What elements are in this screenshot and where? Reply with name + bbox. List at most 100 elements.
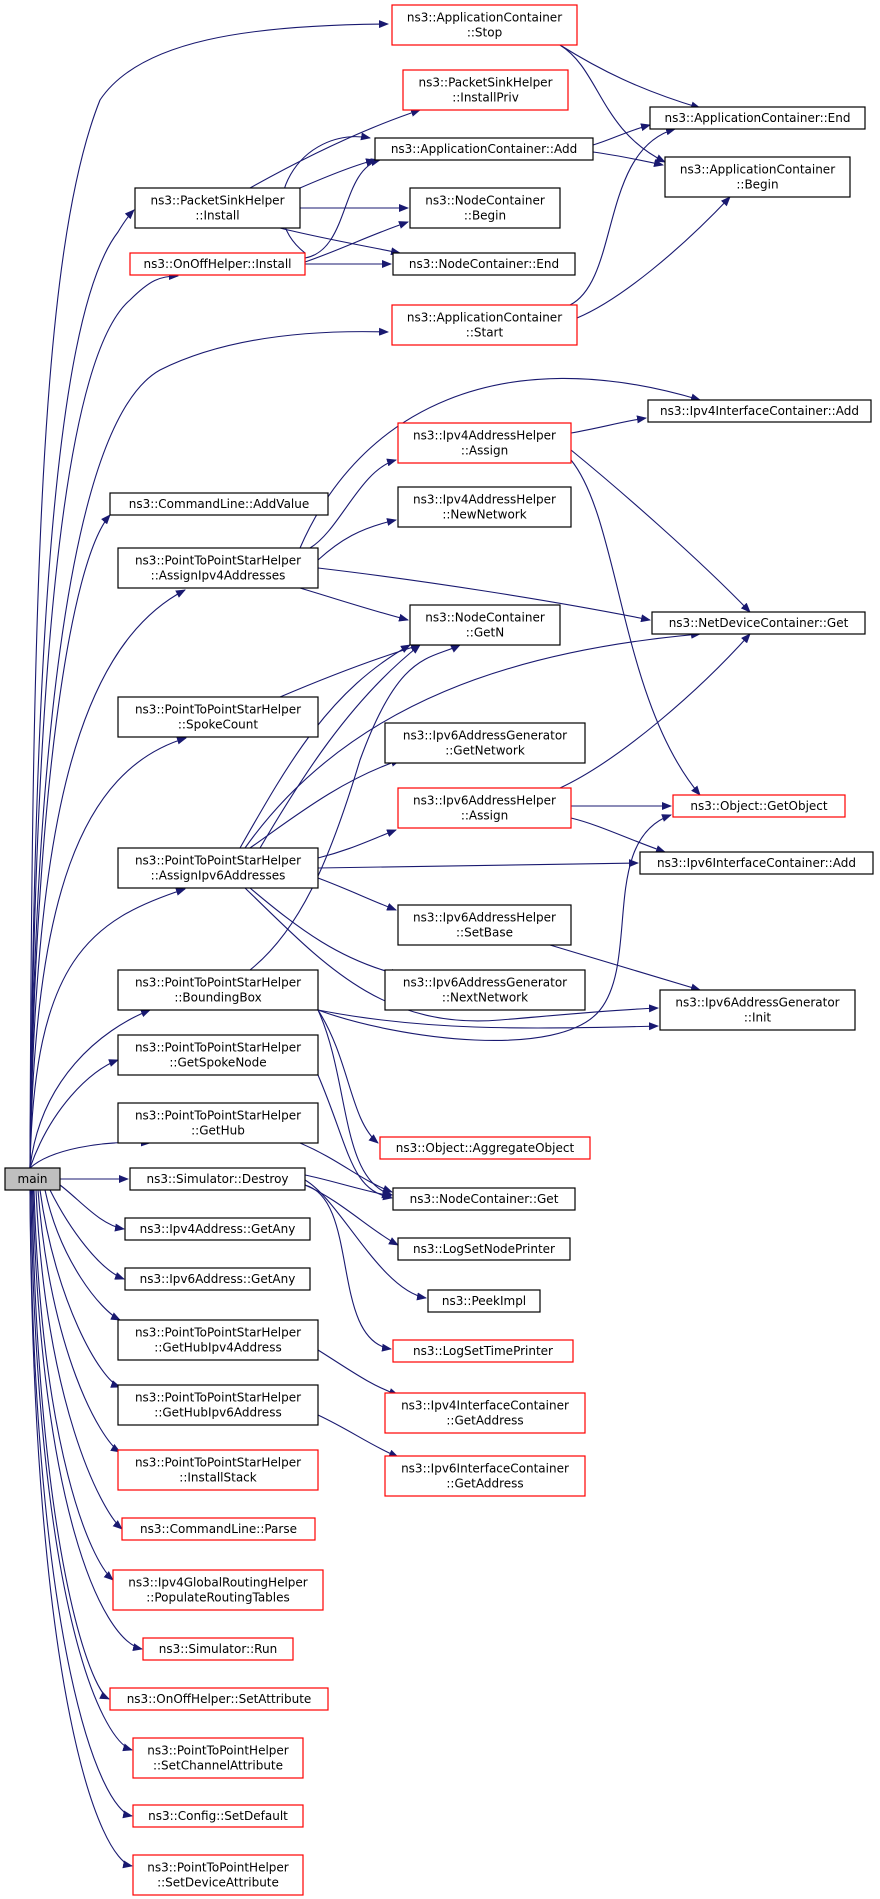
node-ooh_setattr[interactable]: ns3::OnOffHelper::SetAttribute — [109, 1687, 329, 1711]
node-nc_get[interactable]: ns3::NodeContainer::Get — [392, 1187, 576, 1211]
node-sim_run[interactable]: ns3::Simulator::Run — [142, 1637, 294, 1661]
node-obj_getobj[interactable]: ns3::Object::GetObject — [672, 794, 846, 818]
node-p2ps_gethub[interactable]: ns3::PointToPointStarHelper::GetHub — [117, 1102, 319, 1144]
edges — [29, 20, 751, 1869]
node-ipv6ah_assign[interactable]: ns3::Ipv6AddressHelper::Assign — [397, 787, 572, 829]
node-ac_begin[interactable]: ns3::ApplicationContainer::Begin — [664, 156, 851, 198]
node-box — [647, 399, 872, 423]
node-label: ::GetHubIpv4Address — [154, 1341, 281, 1355]
node-box — [109, 492, 329, 516]
node-label: ns3::NodeContainer::Get — [410, 1192, 559, 1206]
node-ipv4ic_add[interactable]: ns3::Ipv4InterfaceContainer::Add — [647, 399, 872, 423]
node-box — [117, 1034, 319, 1076]
node-label: ns3::PointToPointStarHelper — [135, 976, 301, 990]
node-ac_end[interactable]: ns3::ApplicationContainer::End — [649, 106, 866, 130]
node-label: ns3::ApplicationContainer — [680, 163, 835, 177]
node-p2ph_setdev[interactable]: ns3::PointToPointHelper::SetDeviceAttrib… — [132, 1854, 304, 1896]
node-ipv6ic_getaddr[interactable]: ns3::Ipv6InterfaceContainer::GetAddress — [384, 1455, 586, 1497]
node-psh_inst[interactable]: ns3::PacketSinkHelper::Install — [134, 187, 301, 229]
node-box — [129, 252, 306, 276]
node-label: ns3::PointToPointStarHelper — [135, 1391, 301, 1405]
node-psh_ip[interactable]: ns3::PacketSinkHelper::InstallPriv — [402, 69, 569, 111]
edge-ac_add-to-ac_begin — [592, 151, 664, 167]
node-label: ::GetSpokeNode — [169, 1056, 266, 1070]
node-ipv4grh_populate[interactable]: ns3::Ipv4GlobalRoutingHelper::PopulateRo… — [112, 1569, 324, 1611]
node-label: ns3::Simulator::Run — [159, 1642, 277, 1656]
node-p2ps_bbox[interactable]: ns3::PointToPointStarHelper::BoundingBox — [117, 969, 319, 1011]
node-ipv6ag_nextnet[interactable]: ns3::Ipv6AddressGenerator::NextNetwork — [384, 969, 586, 1011]
node-box — [392, 1339, 574, 1363]
node-box — [409, 604, 561, 646]
edge-p2ps_assign4-to-ndc_get — [317, 567, 651, 623]
node-ac_start[interactable]: ns3::ApplicationContainer::Start — [391, 304, 578, 346]
node-box — [132, 1854, 304, 1896]
edge-ac_stop-to-ac_end — [559, 44, 701, 110]
node-ndc_get[interactable]: ns3::NetDeviceContainer::Get — [651, 611, 866, 635]
node-p2ps_getspoke[interactable]: ns3::PointToPointStarHelper::GetSpokeNod… — [117, 1034, 319, 1076]
node-label: ::GetN — [466, 626, 504, 640]
node-box — [384, 1455, 586, 1497]
node-label: ns3::OnOffHelper::Install — [143, 257, 291, 271]
node-sim_destroy[interactable]: ns3::Simulator::Destroy — [129, 1167, 306, 1191]
node-log_setnode[interactable]: ns3::LogSetNodePrinter — [397, 1237, 571, 1261]
edge-main-to-p2ps_assign6 — [29, 887, 186, 1169]
edge-main-to-cfg_setdefault — [29, 1189, 133, 1819]
node-main[interactable]: main — [4, 1167, 61, 1191]
node-label: ns3::Ipv6InterfaceContainer::Add — [657, 856, 856, 870]
node-ipv6ag_init[interactable]: ns3::Ipv6AddressGenerator::Init — [659, 989, 856, 1031]
node-ipv4ic_getaddr[interactable]: ns3::Ipv4InterfaceContainer::GetAddress — [384, 1392, 586, 1434]
edge-p2ps_bbox-to-nc_getn — [249, 644, 461, 971]
edge-p2ps_gethub6-to-ipv6ic_getaddr — [317, 1414, 399, 1458]
node-ac_stop[interactable]: ns3::ApplicationContainer::Stop — [391, 4, 578, 46]
node-cfg_setdefault[interactable]: ns3::Config::SetDefault — [132, 1804, 304, 1828]
node-p2ps_gethub6[interactable]: ns3::PointToPointStarHelper::GetHubIpv6A… — [117, 1384, 319, 1426]
node-label: ::SpokeCount — [178, 718, 258, 732]
node-label: ns3::Ipv4AddressHelper — [413, 493, 556, 507]
node-label: ns3::CommandLine::AddValue — [129, 497, 310, 511]
node-label: ::AssignIpv6Addresses — [151, 869, 286, 883]
node-label: ns3::Ipv6AddressHelper — [413, 911, 556, 925]
node-nc_begin[interactable]: ns3::NodeContainer::Begin — [409, 187, 561, 229]
node-log_settime[interactable]: ns3::LogSetTimePrinter — [392, 1339, 574, 1363]
node-cl_addvalue[interactable]: ns3::CommandLine::AddValue — [109, 492, 329, 516]
node-ipv4a_getany[interactable]: ns3::Ipv4Address::GetAny — [124, 1217, 311, 1241]
node-ipv6a_getany[interactable]: ns3::Ipv6Address::GetAny — [124, 1267, 311, 1291]
node-nc_end[interactable]: ns3::NodeContainer::End — [392, 252, 576, 276]
node-label: ns3::PeekImpl — [442, 1294, 526, 1308]
node-nc_getn[interactable]: ns3::NodeContainer::GetN — [409, 604, 561, 646]
node-cl_parse[interactable]: ns3::CommandLine::Parse — [121, 1517, 316, 1541]
node-label: ns3::Ipv6AddressGenerator — [675, 996, 839, 1010]
node-p2ps_installstack[interactable]: ns3::PointToPointStarHelper::InstallStac… — [117, 1449, 319, 1491]
edge-psh_inst-to-nc_end — [279, 227, 401, 256]
node-ooh_inst[interactable]: ns3::OnOffHelper::Install — [129, 252, 306, 276]
node-ipv4ah_assign[interactable]: ns3::Ipv4AddressHelper::Assign — [397, 422, 572, 464]
node-p2ps_assign4[interactable]: ns3::PointToPointStarHelper::AssignIpv4A… — [117, 547, 319, 589]
node-obj_aggr[interactable]: ns3::Object::AggregateObject — [379, 1136, 591, 1160]
edge-p2ps_gethub-to-nc_get — [299, 1142, 393, 1193]
node-ipv6ag_getnet[interactable]: ns3::Ipv6AddressGenerator::GetNetwork — [384, 722, 586, 764]
node-box — [117, 1319, 319, 1361]
node-label: ns3::PointToPointHelper — [147, 1861, 289, 1875]
node-ac_add[interactable]: ns3::ApplicationContainer::Add — [374, 137, 594, 161]
edge-main-to-p2ps_gethub4 — [44, 1189, 121, 1321]
node-label: ::GetNetwork — [445, 744, 525, 758]
edge-p2ps_assign6-to-ipv6ah_setbase — [317, 877, 397, 911]
edge-p2ps_bbox-to-obj_getobj — [317, 814, 672, 1042]
node-ipv6ic_add[interactable]: ns3::Ipv6InterfaceContainer::Add — [639, 851, 874, 875]
node-p2ps_gethub4[interactable]: ns3::PointToPointStarHelper::GetHubIpv4A… — [117, 1319, 319, 1361]
node-label: main — [18, 1172, 48, 1186]
edge-p2ps_assign4-to-ipv4ah_newnet — [317, 518, 397, 561]
node-label: ns3::Ipv4InterfaceContainer::Add — [660, 404, 859, 418]
node-p2ps_assign6[interactable]: ns3::PointToPointStarHelper::AssignIpv6A… — [117, 847, 319, 889]
node-ipv6ah_setbase[interactable]: ns3::Ipv6AddressHelper::SetBase — [397, 904, 572, 946]
node-label: ::Stop — [467, 26, 502, 40]
edge-main-to-cl_parse — [35, 1189, 123, 1530]
node-ipv4ah_newnet[interactable]: ns3::Ipv4AddressHelper::NewNetwork — [397, 486, 572, 528]
node-peekimpl[interactable]: ns3::PeekImpl — [427, 1289, 541, 1313]
node-p2ps_spoke[interactable]: ns3::PointToPointStarHelper::SpokeCount — [117, 696, 319, 738]
node-label: ::InstallPriv — [452, 91, 519, 105]
node-box — [142, 1637, 294, 1661]
edge-p2ps_bbox-to-nc_get — [317, 1009, 393, 1197]
node-p2ph_setchan[interactable]: ns3::PointToPointHelper::SetChannelAttri… — [132, 1737, 304, 1779]
